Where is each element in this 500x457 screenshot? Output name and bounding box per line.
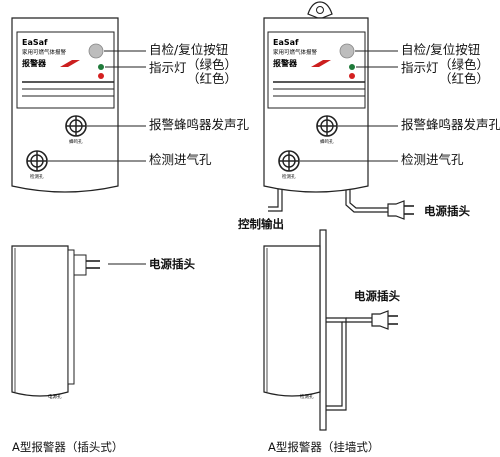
label-b-power-plug: 电源插头 bbox=[424, 204, 470, 218]
device-a-side-back-plate bbox=[67, 249, 75, 385]
device-a-subtitle: 家用可燃气体报警 bbox=[22, 48, 67, 56]
device-a-name: 报警器 bbox=[22, 58, 47, 68]
label-a-indicator-light: 指示灯 bbox=[149, 60, 187, 75]
device-b-brand: EaSaf bbox=[273, 38, 299, 47]
device-b-sensor-hole-label: 检测孔 bbox=[282, 173, 296, 180]
device-b-sound-hole-label: 蜂鸣孔 bbox=[320, 138, 334, 145]
label-b-control-output: 控制输出 bbox=[238, 217, 284, 231]
callout-leaders bbox=[48, 50, 398, 162]
label-b-red: （红色） bbox=[439, 71, 490, 86]
device-b-side-power-plug bbox=[371, 310, 398, 330]
device-b-sensor-hole bbox=[278, 150, 300, 172]
device-b-side: 检测孔 bbox=[263, 229, 398, 431]
device-b-buzzer-hole bbox=[316, 115, 338, 137]
device-b-name: 报警器 bbox=[273, 58, 298, 68]
label-b-green: （绿色） bbox=[439, 57, 490, 72]
device-a-led-red bbox=[98, 73, 104, 79]
label-a-detection-inlet: 检测进气孔 bbox=[149, 152, 212, 167]
device-b-wall-plate bbox=[319, 229, 327, 431]
device-a-red-badge bbox=[60, 60, 80, 67]
device-a-front: EaSaf 家用可燃气体报警 报警器 蜂鸣孔 检测孔 bbox=[11, 17, 119, 193]
label-b-side-power-plug: 电源插头 bbox=[354, 289, 400, 303]
label-b-buzzer-hole: 报警蜂鸣器发声孔 bbox=[401, 117, 500, 132]
device-b-test-reset-button bbox=[339, 43, 355, 59]
device-b-power-cable bbox=[345, 190, 388, 213]
device-a-brand: EaSaf bbox=[22, 38, 48, 47]
label-a-green: （绿色） bbox=[187, 57, 238, 72]
caption-type-b: A型报警器（挂墙式） bbox=[268, 440, 380, 454]
device-b-led-red bbox=[349, 73, 355, 79]
label-b-detection-inlet: 检测进气孔 bbox=[401, 152, 464, 167]
device-a-test-reset-button bbox=[88, 43, 104, 59]
label-b-test-reset-button: 自检/复位按钮 bbox=[401, 42, 481, 57]
device-b-power-plug bbox=[387, 200, 414, 220]
label-a-side-power-plug: 电源插头 bbox=[149, 257, 195, 271]
device-a-sensor-hole bbox=[26, 150, 48, 172]
label-a-buzzer-hole: 报警蜂鸣器发声孔 bbox=[149, 117, 250, 132]
device-b-control-output-cable bbox=[268, 189, 279, 208]
device-a-sound-hole-label: 蜂鸣孔 bbox=[69, 138, 83, 145]
device-a-side: 电源孔 bbox=[11, 245, 146, 400]
device-b-led-green bbox=[349, 64, 355, 70]
device-a-buzzer-hole bbox=[65, 115, 87, 137]
device-b-red-badge bbox=[311, 60, 331, 67]
device-a-side-plug-base bbox=[73, 254, 87, 276]
device-b-side-body bbox=[263, 245, 321, 397]
device-b-front: EaSaf 家用可燃气体报警 报警器 蜂鸣孔 检测孔 bbox=[263, 1, 414, 220]
label-a-red: （红色） bbox=[187, 71, 238, 86]
device-b-side-power-cable bbox=[326, 317, 347, 411]
label-a-test-reset-button: 自检/复位按钮 bbox=[149, 42, 229, 57]
device-a-side-bottom-label: 电源孔 bbox=[48, 393, 62, 400]
device-b-subtitle: 家用可燃气体报警 bbox=[273, 48, 318, 56]
label-b-indicator-light: 指示灯 bbox=[401, 60, 439, 75]
device-b-hanger-hole bbox=[316, 6, 324, 14]
caption-type-a: A型报警器（插头式） bbox=[12, 440, 124, 454]
device-a-side-body bbox=[11, 245, 69, 397]
device-b-side-bottom-label: 检测孔 bbox=[300, 393, 314, 400]
device-a-led-green bbox=[98, 64, 104, 70]
device-a-sensor-hole-label: 检测孔 bbox=[30, 173, 44, 180]
